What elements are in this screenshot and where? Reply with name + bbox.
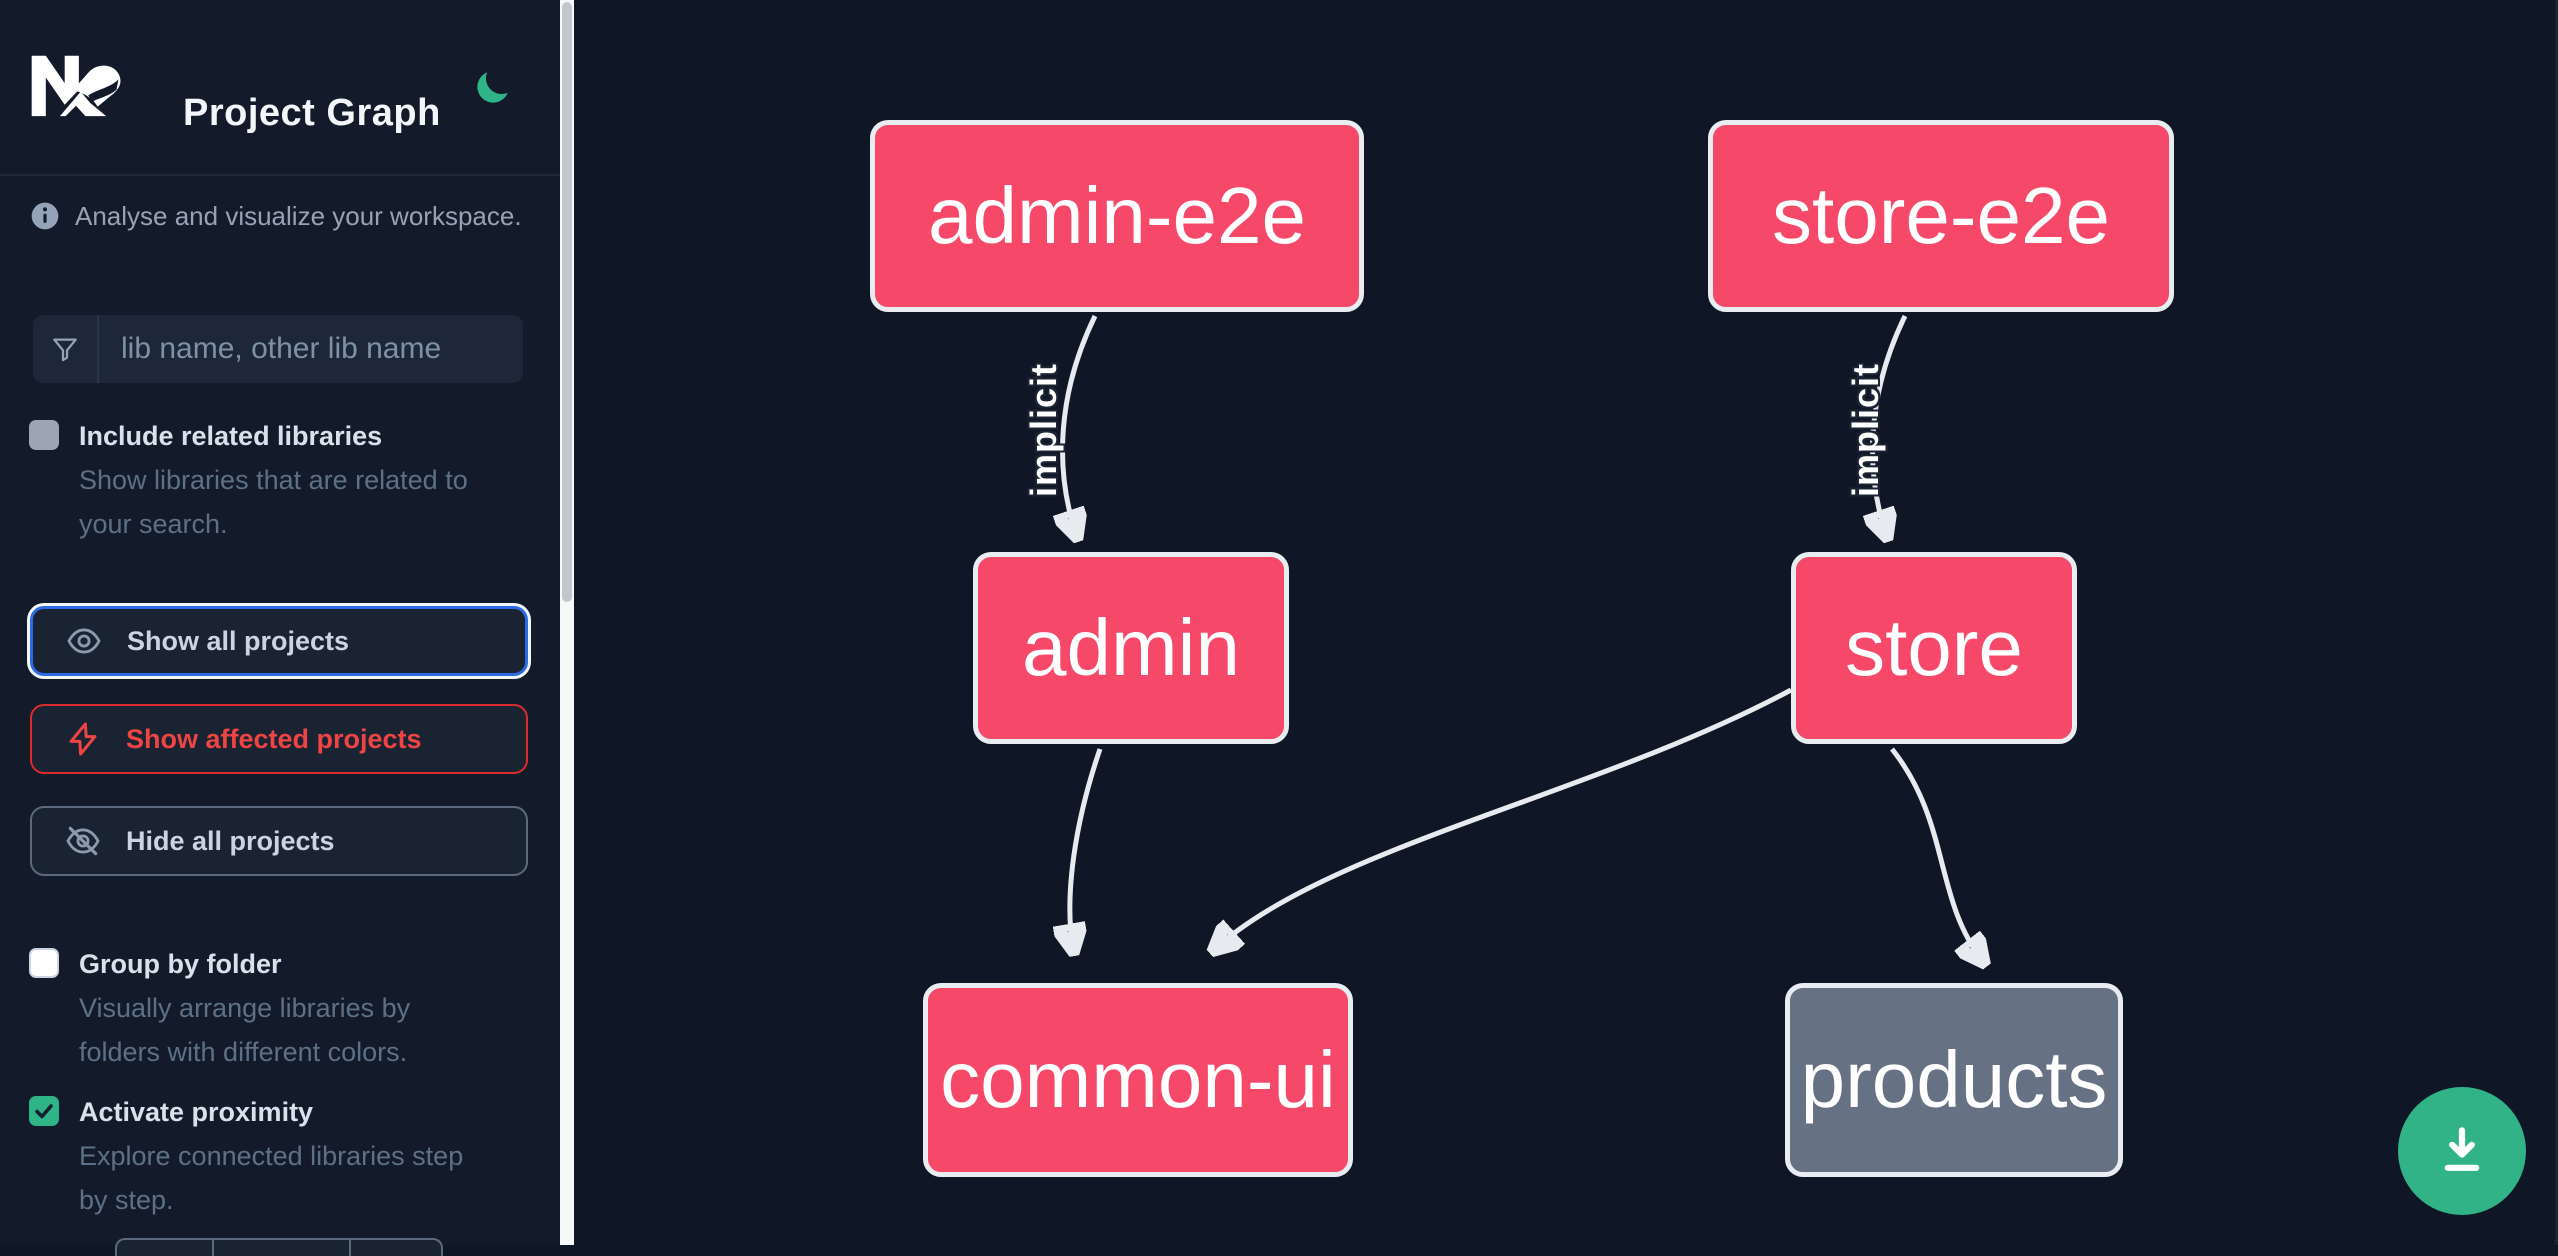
edge-store-common-ui xyxy=(1216,687,1793,948)
workspace-info: Analyse and visualize your workspace. xyxy=(29,200,522,232)
proximity-stepper-partial[interactable] xyxy=(115,1238,443,1256)
sidebar-scrollbar-thumb[interactable] xyxy=(562,2,572,602)
toggle-description: Explore connected libraries step by step… xyxy=(79,1141,464,1215)
library-filter xyxy=(33,315,523,383)
toggle-group-by-folder: Group by folder Visually arrange librari… xyxy=(29,946,529,1074)
toggle-label: Group by folder xyxy=(79,949,282,979)
page-title: Project Graph xyxy=(183,92,441,135)
download-icon xyxy=(2444,1127,2480,1171)
node-admin[interactable]: admin xyxy=(973,552,1289,744)
nx-logo-icon xyxy=(31,55,121,117)
hide-all-projects-button[interactable]: Hide all projects xyxy=(30,806,528,876)
node-store[interactable]: store xyxy=(1791,552,2077,744)
moon-icon xyxy=(477,72,508,103)
show-all-projects-button[interactable]: Show all projects xyxy=(30,606,528,676)
download-graph-button[interactable] xyxy=(2398,1087,2526,1215)
node-store-e2e[interactable]: store-e2e xyxy=(1708,120,2174,312)
node-common-ui[interactable]: common-ui xyxy=(923,983,1353,1177)
toggle-description: Show libraries that are related to your … xyxy=(79,465,468,539)
eye-off-icon xyxy=(66,826,100,856)
eye-icon xyxy=(67,628,101,654)
sidebar-header: Project Graph xyxy=(0,0,560,176)
edge-admin-e2e-admin xyxy=(1063,314,1098,534)
theme-toggle-button[interactable] xyxy=(470,64,516,110)
stepper-divider xyxy=(212,1240,214,1256)
toggle-description: Visually arrange libraries by folders wi… xyxy=(79,993,411,1067)
workspace-info-text: Analyse and visualize your workspace. xyxy=(75,200,522,231)
toggle-label: Activate proximity xyxy=(79,1097,314,1127)
edge-label-implicit-admin: implicit xyxy=(1023,362,1064,498)
toggle-label: Include related libraries xyxy=(79,421,383,451)
canvas-scroll-strip xyxy=(2555,0,2558,1245)
funnel-icon xyxy=(53,338,77,362)
button-label: Hide all projects xyxy=(126,825,335,856)
node-admin-e2e[interactable]: admin-e2e xyxy=(870,120,1364,312)
check-icon xyxy=(35,1104,53,1119)
include-related-checkbox[interactable] xyxy=(29,420,59,450)
edge-label-implicit-store: implicit xyxy=(1845,362,1886,498)
stepper-divider xyxy=(349,1240,351,1256)
button-label: Show affected projects xyxy=(126,723,422,754)
filter-input[interactable] xyxy=(99,315,523,383)
toggle-include-related: Include related libraries Show libraries… xyxy=(29,418,529,546)
bolt-icon xyxy=(69,722,97,756)
edge-store-products xyxy=(1890,747,1982,960)
show-affected-projects-button[interactable]: Show affected projects xyxy=(30,704,528,774)
node-products[interactable]: products xyxy=(1785,983,2123,1177)
toggle-activate-proximity: Activate proximity Explore connected lib… xyxy=(29,1094,529,1222)
info-icon xyxy=(31,202,59,230)
button-label: Show all projects xyxy=(127,625,350,656)
group-by-folder-checkbox[interactable] xyxy=(29,948,59,978)
activate-proximity-checkbox[interactable] xyxy=(29,1096,59,1126)
sidebar: Project Graph Analyse and visualize your… xyxy=(0,0,560,1256)
filter-icon-cell xyxy=(33,315,99,383)
edge-admin-common-ui xyxy=(1070,748,1103,948)
